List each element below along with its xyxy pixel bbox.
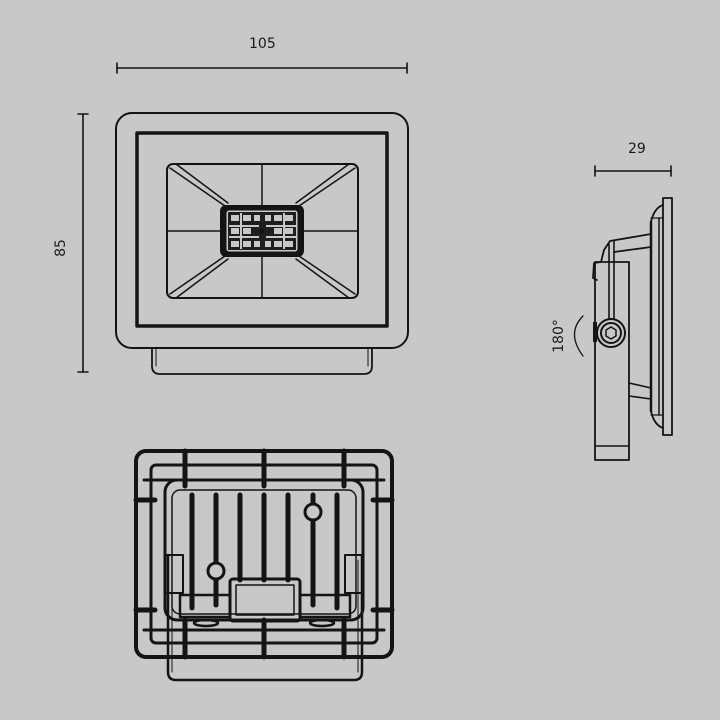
rotation-arc bbox=[573, 315, 584, 357]
width-dimension-label: 105 bbox=[249, 36, 276, 52]
depth-dimension-line bbox=[594, 165, 672, 177]
width-dimension-line bbox=[116, 62, 408, 74]
side-view bbox=[573, 197, 673, 461]
front-view bbox=[115, 112, 409, 375]
height-dimension-line bbox=[77, 113, 89, 373]
depth-dimension-label: 29 bbox=[628, 141, 646, 157]
led-module bbox=[220, 205, 304, 257]
rear-view bbox=[133, 448, 395, 682]
